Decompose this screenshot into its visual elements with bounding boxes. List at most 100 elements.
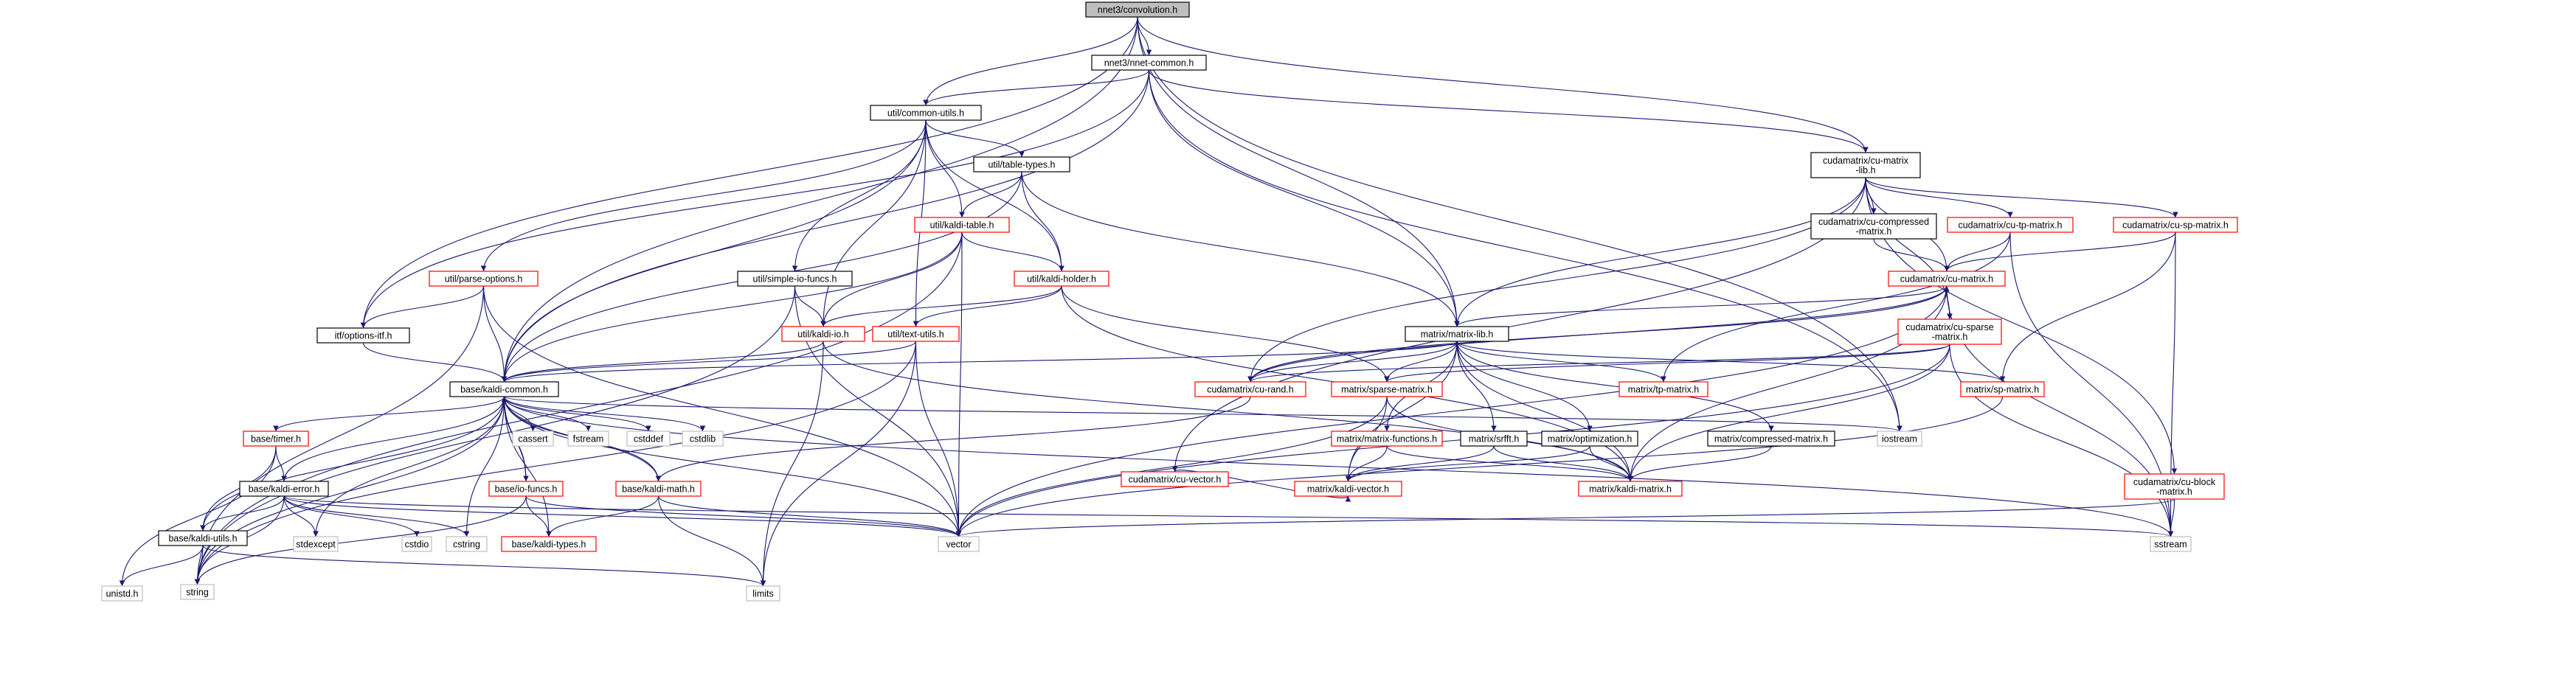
node-box: [316, 327, 410, 344]
node-matrix-sp-matrix-h[interactable]: matrix/sp-matrix.h: [1960, 381, 2045, 397]
edge-base-kaldi-utils-h-to-limits: [202, 545, 766, 587]
node-nnet3-convolution-h[interactable]: nnet3/convolution.h: [1085, 1, 1190, 18]
node-box: [914, 217, 1010, 233]
edge-cudamatrix-cu-sparse-matrix-h-to-cudamatrix-cu-rand-h: [1247, 344, 1950, 383]
edge-util-kaldi-table-h-to-vector: [955, 231, 963, 537]
edge-util-parse-options-h-to-itf-options-itf-h: [360, 285, 485, 329]
edge-cudamatrix-cu-matrix-h-to-matrix-matrix-lib-h: [1454, 285, 1947, 327]
node-cudamatrix-cu-compressed-matrix-h[interactable]: cudamatrix/cu-compressed-matrix.h: [1810, 213, 1937, 240]
node-cudamatrix-cu-vector-h[interactable]: cudamatrix/cu-vector.h: [1121, 471, 1229, 487]
node-cudamatrix-cu-rand-h[interactable]: cudamatrix/cu-rand.h: [1194, 381, 1306, 397]
edge-cudamatrix-cu-sparse-matrix-h-to-vector: [955, 344, 1950, 537]
node-label: -matrix.h: [1856, 226, 1892, 237]
edge-util-simple-io-funcs-h-to-vector: [794, 285, 962, 537]
node-label: util/kaldi-table.h: [930, 220, 994, 231]
node-box: [449, 381, 559, 397]
node-label: base/kaldi-math.h: [622, 484, 695, 495]
node-cudamatrix-cu-tp-matrix-h[interactable]: cudamatrix/cu-tp-matrix.h: [1947, 217, 2074, 233]
node-cudamatrix-cu-sp-matrix-h[interactable]: cudamatrix/cu-sp-matrix.h: [2113, 217, 2238, 233]
node-box: [1541, 431, 1638, 447]
node-cstdlib[interactable]: cstdlib: [682, 431, 724, 447]
node-label: cstring: [453, 540, 480, 550]
node-util-parse-options-h[interactable]: util/parse-options.h: [429, 271, 539, 287]
edge-cudamatrix-cu-matrix-lib-h-to-cudamatrix-cu-tp-matrix-h: [1865, 177, 2013, 218]
node-limits[interactable]: limits: [746, 585, 780, 602]
edge-cudamatrix-cu-compressed-matrix-h-to-cudamatrix-cu-matrix-h: [1873, 238, 1950, 272]
node-box: [626, 431, 671, 447]
node-box: [1897, 318, 2002, 345]
edge-nnet3-nnet-common-h-to-cudamatrix-cu-matrix-lib-h: [1148, 69, 1869, 153]
node-base-kaldi-common-h[interactable]: base/kaldi-common.h: [449, 381, 559, 397]
edge-matrix-matrix-lib-h-to-matrix-sp-matrix-h: [1456, 341, 2006, 383]
edge-util-kaldi-io-h-to-base-kaldi-common-h: [501, 341, 824, 383]
node-cstdio[interactable]: cstdio: [401, 536, 432, 552]
node-label: vector: [946, 540, 971, 550]
node-matrix-optimization-h[interactable]: matrix/optimization.h: [1541, 431, 1638, 447]
node-util-text-utils-h[interactable]: util/text-utils.h: [872, 326, 960, 342]
node-base-timer-h[interactable]: base/timer.h: [243, 431, 309, 447]
node-cstddef[interactable]: cstddef: [626, 431, 671, 447]
edge-base-kaldi-math-h-to-vector: [657, 495, 962, 537]
node-matrix-tp-matrix-h[interactable]: matrix/tp-matrix.h: [1618, 381, 1708, 397]
node-matrix-kaldi-matrix-h[interactable]: matrix/kaldi-matrix.h: [1578, 481, 1683, 497]
node-label: -matrix.h: [2156, 487, 2192, 497]
edge-util-kaldi-table-h-to-base-kaldi-common-h: [501, 231, 963, 383]
edge-cudamatrix-cu-matrix-lib-h-to-matrix-matrix-lib-h: [1454, 177, 1866, 327]
node-cstring[interactable]: cstring: [446, 536, 488, 552]
node-base-kaldi-error-h[interactable]: base/kaldi-error.h: [239, 481, 329, 497]
edge-nnet3-convolution-h-to-base-kaldi-common-h: [501, 16, 1138, 383]
node-matrix-compressed-matrix-h[interactable]: matrix/compressed-matrix.h: [1707, 431, 1835, 447]
node-box: [429, 271, 539, 287]
node-util-simple-io-funcs-h[interactable]: util/simple-io-funcs.h: [737, 271, 853, 287]
node-string[interactable]: string: [180, 584, 215, 600]
node-box: [1014, 271, 1109, 287]
node-box: [1294, 481, 1402, 497]
node-base-kaldi-math-h[interactable]: base/kaldi-math.h: [615, 481, 702, 497]
node-unistd-h[interactable]: unistd.h: [101, 585, 143, 602]
edge-matrix-matrix-lib-h-to-matrix-sparse-matrix-h: [1384, 341, 1458, 383]
node-iostream[interactable]: iostream: [1877, 431, 1922, 447]
node-base-kaldi-types-h[interactable]: base/kaldi-types.h: [501, 536, 597, 552]
node-util-kaldi-holder-h[interactable]: util/kaldi-holder.h: [1014, 271, 1109, 287]
node-matrix-matrix-lib-h[interactable]: matrix/matrix-lib.h: [1405, 326, 1509, 342]
edge-base-kaldi-math-h-to-limits: [657, 495, 766, 587]
node-cudamatrix-cu-sparse-matrix-h[interactable]: cudamatrix/cu-sparse-matrix.h: [1897, 318, 2002, 345]
node-matrix-srfft-h[interactable]: matrix/srfft.h: [1460, 431, 1528, 447]
node-nnet3-nnet-common-h[interactable]: nnet3/nnet-common.h: [1091, 55, 1207, 71]
edge-matrix-compressed-matrix-h-to-matrix-kaldi-matrix-h: [1627, 445, 1772, 482]
node-util-kaldi-io-h[interactable]: util/kaldi-io.h: [781, 326, 865, 342]
node-label: nnet3/nnet-common.h: [1104, 58, 1194, 69]
edge-cudamatrix-cu-matrix-lib-h-to-cudamatrix-cu-rand-h: [1247, 177, 1866, 383]
edge-cudamatrix-cu-sparse-matrix-h-to-matrix-sparse-matrix-h: [1384, 344, 1950, 383]
edge-util-table-types-h-to-matrix-matrix-lib-h: [1021, 171, 1460, 327]
node-box: [1810, 213, 1937, 240]
edge-nnet3-convolution-h-to-util-common-utils-h: [923, 16, 1138, 106]
node-sstream[interactable]: sstream: [2150, 536, 2192, 552]
node-util-common-utils-h[interactable]: util/common-utils.h: [870, 105, 982, 121]
node-box: [1085, 1, 1190, 18]
node-stdexcept[interactable]: stdexcept: [293, 536, 339, 552]
node-cassert[interactable]: cassert: [512, 431, 554, 447]
edge-base-kaldi-common-h-to-sstream: [503, 396, 2174, 537]
edge-util-common-utils-h-to-util-kaldi-holder-h: [925, 119, 1064, 272]
node-cudamatrix-cu-block-matrix-h[interactable]: cudamatrix/cu-block-matrix.h: [2124, 473, 2225, 500]
node-matrix-matrix-functions-h[interactable]: matrix/matrix-functions.h: [1331, 431, 1443, 447]
node-itf-options-itf-h[interactable]: itf/options-itf.h: [316, 327, 410, 344]
node-label: unistd.h: [106, 589, 139, 599]
node-vector[interactable]: vector: [938, 536, 980, 552]
node-matrix-sparse-matrix-h[interactable]: matrix/sparse-matrix.h: [1331, 381, 1443, 397]
node-base-kaldi-utils-h[interactable]: base/kaldi-utils.h: [158, 530, 248, 546]
node-box: [872, 326, 960, 342]
node-matrix-kaldi-vector-h[interactable]: matrix/kaldi-vector.h: [1294, 481, 1402, 497]
node-cudamatrix-cu-matrix-h[interactable]: cudamatrix/cu-matrix.h: [1888, 271, 2006, 287]
node-label: cudamatrix/cu-matrix: [1823, 156, 1909, 166]
node-util-kaldi-table-h[interactable]: util/kaldi-table.h: [914, 217, 1010, 233]
edge-util-kaldi-holder-h-to-util-text-utils-h: [913, 285, 1062, 327]
node-base-io-funcs-h[interactable]: base/io-funcs.h: [488, 481, 564, 497]
node-label: cudamatrix/cu-compressed: [1818, 217, 1929, 227]
node-cudamatrix-cu-matrix-lib-h[interactable]: cudamatrix/cu-matrix-lib.h: [1810, 152, 1921, 178]
node-fstream[interactable]: fstream: [567, 431, 609, 447]
edge-matrix-matrix-lib-h-to-matrix-kaldi-vector-h: [1345, 341, 1458, 482]
edge-util-simple-io-funcs-h-to-string: [194, 285, 796, 585]
node-util-table-types-h[interactable]: util/table-types.h: [973, 156, 1070, 173]
